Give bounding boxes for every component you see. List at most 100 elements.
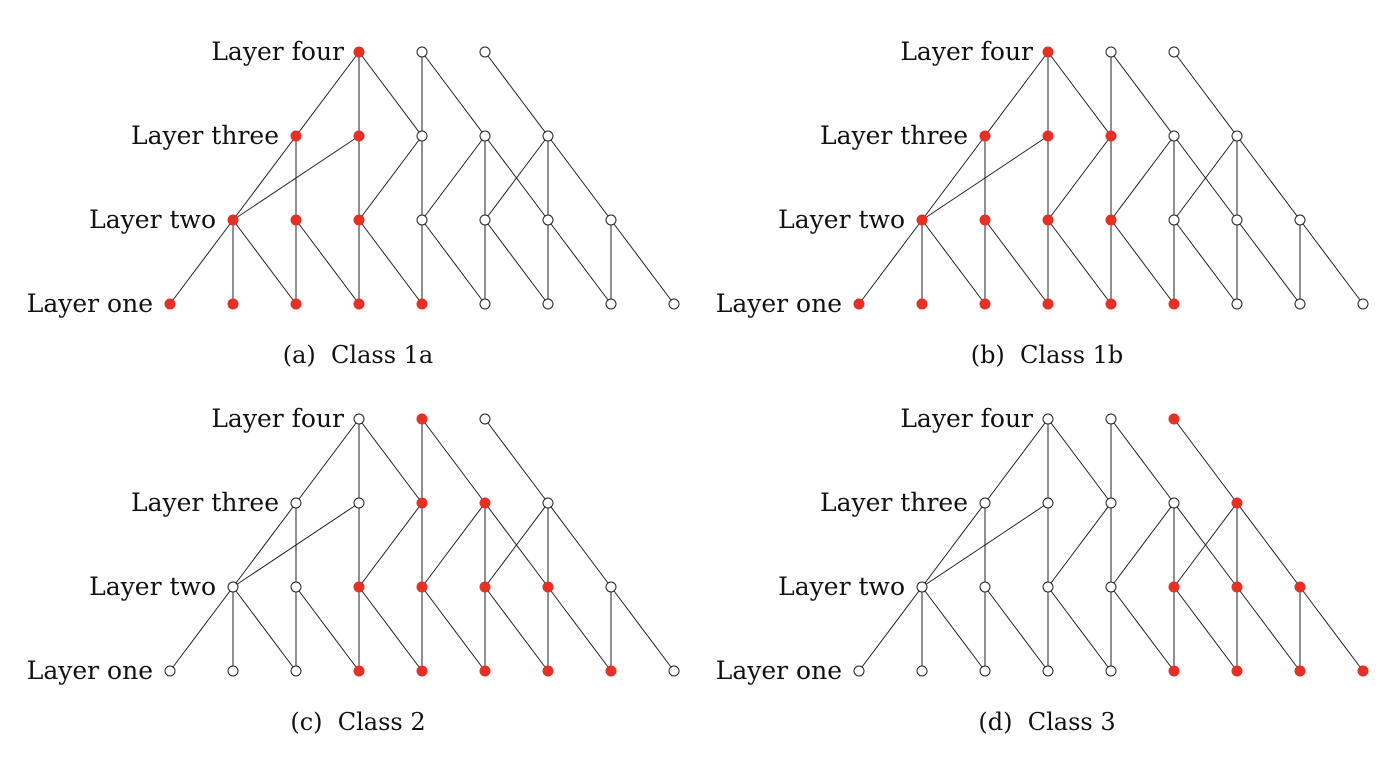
empty-node <box>290 581 302 593</box>
highlighted-node <box>1168 413 1180 425</box>
layer-label: Layer four <box>900 37 1033 66</box>
edge-h5-t5 <box>1173 135 1238 221</box>
edge-h4-t4 <box>421 135 486 221</box>
empty-node <box>353 413 365 425</box>
highlighted-node <box>1168 581 1180 593</box>
edge-t1-o1 <box>858 219 923 305</box>
panel-caption: (a) Class 1a <box>283 341 433 369</box>
layer-label: Layer three <box>820 488 968 517</box>
empty-node <box>1231 214 1243 226</box>
edge-f1-h1 <box>984 418 1049 504</box>
empty-node <box>1105 413 1117 425</box>
empty-node <box>1168 130 1180 142</box>
empty-node <box>1042 497 1054 509</box>
panel-caption: (c) Class 2 <box>290 708 425 736</box>
layer-label: Layer three <box>131 488 279 517</box>
highlighted-node <box>979 130 991 142</box>
edge-t1-o3 <box>232 219 297 305</box>
layer-label: Layer two <box>89 572 216 601</box>
edge-h4-t4 <box>1110 135 1175 221</box>
highlighted-node <box>164 298 176 310</box>
highlighted-node <box>479 497 491 509</box>
edge-t5-o7 <box>484 586 549 672</box>
edge-f1-h1 <box>295 418 360 504</box>
empty-node <box>542 130 554 142</box>
edge-h5-t5 <box>1173 502 1238 588</box>
edge-t4-o6 <box>1110 586 1175 672</box>
highlighted-node <box>1042 130 1054 142</box>
highlighted-node <box>479 581 491 593</box>
edge-h1-t1 <box>232 135 297 221</box>
empty-node <box>353 497 365 509</box>
edge-t1-o1 <box>858 586 923 672</box>
empty-node <box>1105 665 1117 677</box>
edge-h5-t7 <box>547 135 612 221</box>
empty-node <box>979 497 991 509</box>
empty-node <box>479 298 491 310</box>
edge-t7-o9 <box>610 586 675 672</box>
highlighted-node <box>290 214 302 226</box>
empty-node <box>1042 581 1054 593</box>
layer-label: Layer two <box>89 205 216 234</box>
empty-node <box>542 214 554 226</box>
edge-t3-o5 <box>1047 586 1112 672</box>
empty-node <box>479 130 491 142</box>
empty-node <box>668 298 680 310</box>
edge-t2-o4 <box>295 586 360 672</box>
panel-caption: (b) Class 1b <box>971 341 1124 369</box>
empty-node <box>227 665 239 677</box>
edge-h1-t1 <box>921 135 986 221</box>
layer-label: Layer four <box>900 404 1033 433</box>
edge-h2-t1 <box>232 135 360 221</box>
empty-node <box>290 497 302 509</box>
empty-node <box>916 581 928 593</box>
highlighted-node <box>1105 214 1117 226</box>
empty-node <box>542 298 554 310</box>
edge-f2-h4 <box>1110 418 1175 504</box>
highlighted-node <box>353 46 365 58</box>
highlighted-node <box>416 665 428 677</box>
empty-node <box>916 665 928 677</box>
highlighted-node <box>1042 214 1054 226</box>
layer-label: Layer four <box>211 404 344 433</box>
empty-node <box>416 130 428 142</box>
edge-t5-o7 <box>1173 586 1238 672</box>
edge-h3-t3 <box>358 502 423 588</box>
edge-t7-o9 <box>610 219 675 305</box>
empty-node <box>1105 581 1117 593</box>
highlighted-node <box>979 214 991 226</box>
edge-h5-t5 <box>484 502 549 588</box>
highlighted-node <box>1294 665 1306 677</box>
edge-t1-o1 <box>169 219 234 305</box>
highlighted-node <box>353 581 365 593</box>
edge-f2-h4 <box>1110 51 1175 137</box>
highlighted-node <box>290 130 302 142</box>
highlighted-node <box>1105 130 1117 142</box>
edge-h5-t7 <box>547 502 612 588</box>
edge-t3-o5 <box>1047 219 1112 305</box>
edge-f1-h1 <box>984 51 1049 137</box>
highlighted-node <box>1231 581 1243 593</box>
edge-f1-h3 <box>1047 418 1112 504</box>
edge-f1-h3 <box>358 51 423 137</box>
edge-h3-t3 <box>1047 135 1112 221</box>
empty-node <box>1042 665 1054 677</box>
layer-label: Layer one <box>27 289 153 318</box>
highlighted-node <box>290 298 302 310</box>
edge-f1-h3 <box>1047 51 1112 137</box>
highlighted-node <box>1231 497 1243 509</box>
empty-node <box>668 665 680 677</box>
empty-node <box>164 665 176 677</box>
edge-h2-t1 <box>921 135 1049 221</box>
highlighted-node <box>853 298 865 310</box>
empty-node <box>1294 214 1306 226</box>
highlighted-node <box>416 413 428 425</box>
edge-h4-t4 <box>1110 502 1175 588</box>
empty-node <box>479 214 491 226</box>
edge-f3-h5 <box>484 418 549 504</box>
highlighted-node <box>479 665 491 677</box>
empty-node <box>1168 214 1180 226</box>
